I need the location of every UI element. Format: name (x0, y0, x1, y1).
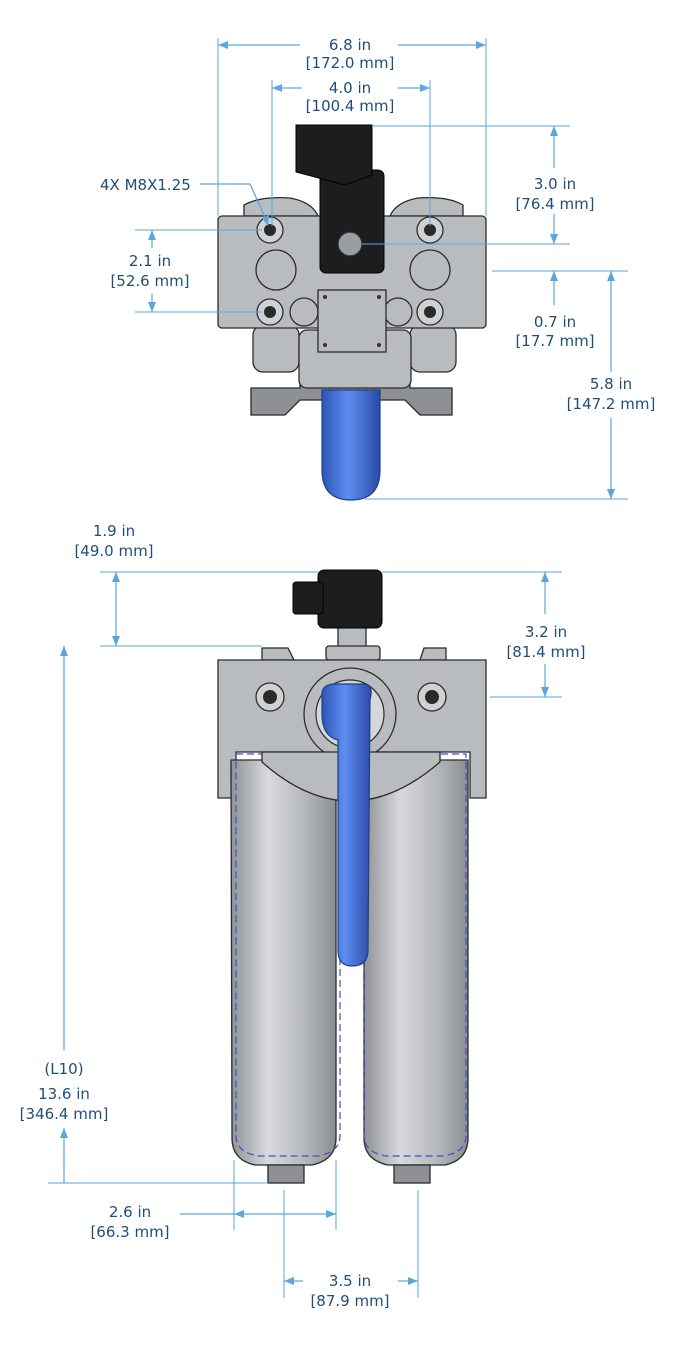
solenoid-connector (295, 124, 373, 186)
dim-bowl-spacing: 3.5 in (329, 1272, 371, 1290)
dim-bowl-offset: 2.6 in (109, 1203, 151, 1221)
lower-port-left (252, 324, 300, 373)
dim-port-spacing-mm: [100.4 mm] (306, 97, 395, 115)
nameplate (317, 289, 387, 353)
dim-bolt-spacing-mm: [52.6 mm] (110, 272, 189, 290)
aux-boss-right (383, 297, 413, 327)
dim-overall-length-mm: [346.4 mm] (20, 1105, 109, 1123)
top-view (217, 124, 487, 501)
dim-clearance-top-mm: [49.0 mm] (74, 542, 153, 560)
dimension-annotations: 6.8 in [172.0 mm] 4.0 in [100.4 mm] 4X M… (20, 36, 656, 1310)
front-solenoid-body (317, 569, 383, 629)
front-bolt-left (255, 682, 285, 712)
dim-bowl-offset-mm: [66.3 mm] (90, 1223, 169, 1241)
top-boss-left (243, 197, 319, 217)
front-view (217, 569, 487, 1184)
front-solenoid-plug (292, 581, 324, 615)
dim-indicator-depth: 5.8 in (590, 375, 632, 393)
drain-plug-right (393, 1164, 431, 1184)
front-indicator (321, 683, 372, 967)
lower-port-right (409, 324, 457, 373)
dim-bowl-spacing-mm: [87.9 mm] (310, 1292, 389, 1310)
stem-hex (325, 645, 381, 661)
dim-solenoid-height-mm: [76.4 mm] (515, 195, 594, 213)
dim-bolt-spacing: 2.1 in (129, 252, 171, 270)
dim-port-offset: 0.7 in (534, 313, 576, 331)
head-boss-left (261, 647, 296, 661)
element-outline-right (363, 753, 467, 1157)
head-boss-right (419, 647, 447, 661)
valve-stem (337, 625, 367, 649)
filter-bowl-right (363, 759, 469, 1166)
drain-plug-left (267, 1164, 305, 1184)
dim-solenoid-height: 3.0 in (534, 175, 576, 193)
outlet-port (409, 249, 451, 291)
dim-indicator-depth-mm: [147.2 mm] (567, 395, 656, 413)
dim-overall-width: 6.8 in (329, 36, 371, 54)
dim-port-offset-mm: [17.7 mm] (515, 332, 594, 350)
inlet-port (255, 249, 297, 291)
element-outline-left (235, 753, 341, 1157)
dim-overall-length-ref: (L10) (44, 1060, 83, 1078)
filter-bowl-left (230, 759, 337, 1166)
dim-overall-length: 13.6 in (38, 1085, 90, 1103)
top-boss-right (389, 197, 464, 217)
front-bolt-right (417, 682, 447, 712)
dim-head-height: 3.2 in (525, 623, 567, 641)
differential-indicator (321, 389, 381, 501)
solenoid-nut (337, 231, 363, 257)
aux-boss-left (289, 297, 319, 327)
dim-overall-width-mm: [172.0 mm] (306, 54, 395, 72)
dim-head-height-mm: [81.4 mm] (506, 643, 585, 661)
bolt-hole-bottom-right (416, 298, 444, 326)
dim-port-spacing: 4.0 in (329, 79, 371, 97)
dim-clearance-top: 1.9 in (93, 522, 135, 540)
thread-callout: 4X M8X1.25 (100, 176, 191, 194)
solenoid-body (319, 169, 385, 274)
